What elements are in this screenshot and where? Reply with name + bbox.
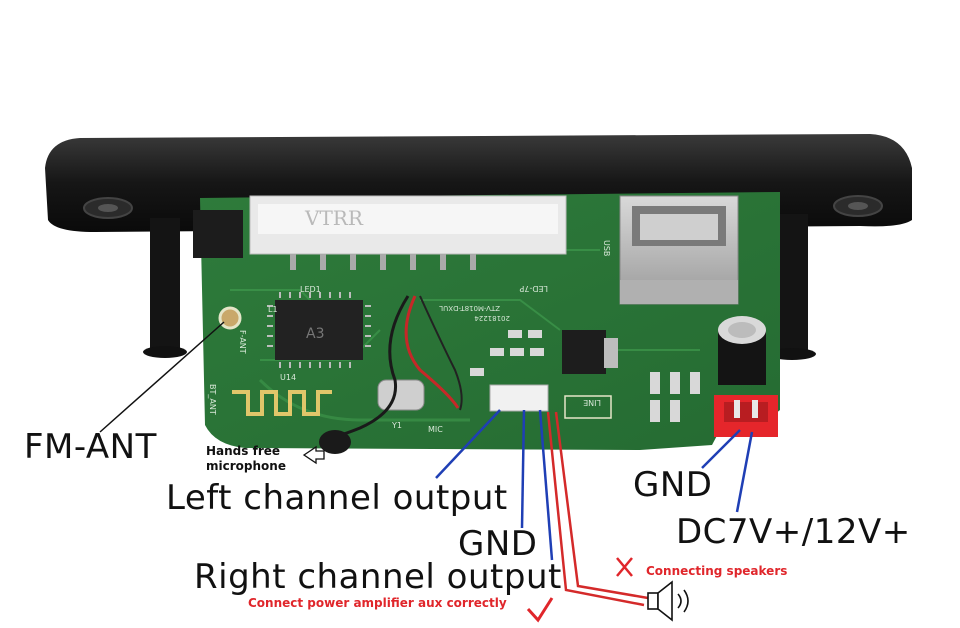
right-channel-label: Right channel output [194,557,562,597]
y1-marking: Y1 [391,421,402,430]
date-marking: 20181224 [474,314,510,322]
u14-marking: U14 [280,373,296,382]
cross-mark-icon [616,557,633,577]
microphone-capsule [319,430,351,454]
mic-marking: MIC [428,425,443,434]
left-channel-label: Left channel output [166,478,508,518]
bt-antenna-trace [232,390,332,416]
usb-marking: USB [602,240,611,256]
arrow-left-icon [302,445,325,465]
usb-port: USB [602,195,739,305]
mounting-posts [143,214,816,360]
fm-ant-pointer [99,321,225,433]
check-mark-icon [526,597,554,623]
electrolytic-capacitor [718,316,766,385]
bt-ant-marking: BT_ANT [208,384,217,415]
red-pointers [546,411,649,607]
connecting-speakers-note: Connecting speakers [646,564,788,578]
led-display-header: VTRR LED-7P LED1 [249,195,567,294]
gnd-output-label: GND [458,524,538,564]
blue-pointers [435,409,754,561]
line-pads [564,395,612,419]
main-ic-chip: A3 U14 [267,292,371,382]
chip-marking: A3 [306,326,324,342]
dc-power-label: DC7V+/12V+ [676,512,911,552]
fm-ant-pad [218,306,242,330]
gnd-power-label: GND [633,465,713,505]
vtrr-marking: VTRR [304,206,364,230]
power-connector [714,395,778,437]
crystal-y1 [377,379,425,411]
audio-output-connector [489,384,549,412]
smd-components [470,330,700,422]
hands-free-line2: microphone [206,459,286,473]
tact-switch [193,210,243,258]
connect-aux-note: Connect power amplifier aux correctly [248,596,507,610]
led1-marking: LED1 [300,285,321,294]
speaker-icon [647,580,689,622]
led-7p-marking: LED-7P [519,284,548,293]
hands-free-line1: Hands free [206,444,281,458]
fm-ant-label: FM-ANT [24,427,157,467]
mic-wire-red [404,295,460,409]
hands-free-label: Hands free microphone [206,444,286,474]
line-marking: LINE [583,398,601,407]
model-marking: ZTV-M018T-DXUL [439,304,500,312]
l1-marking: L1 [268,305,278,314]
f-ant-marking: F-ANT [238,330,247,354]
voltage-regulator [562,330,606,374]
